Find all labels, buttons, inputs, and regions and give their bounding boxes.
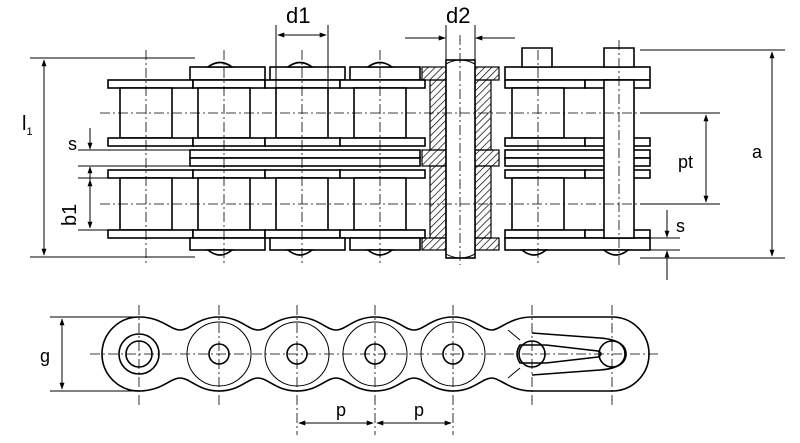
upper-strand-bottom-plates [107,137,651,147]
l1-subscript: 1 [26,126,32,138]
l1-label: l1 [22,113,33,138]
sprocket-tooth [445,59,476,259]
lower-strand-top-plates [107,169,651,179]
top-view-centerlines [100,35,660,265]
a-label: a [752,142,763,162]
side-view-centerlines [90,305,660,435]
side-view: g p p [40,305,660,435]
b1-label: b1 [59,204,81,226]
pt-label: pt [678,152,693,172]
top-view: d1 d2 l1 s b1 pt a s [22,3,785,280]
s-upper-label: s [68,134,77,154]
side-view-dimensions [50,316,452,426]
lower-inner-plates [107,229,651,239]
d2-label: d2 [446,3,470,28]
d1-label: d1 [286,3,310,28]
top-view-dimensions [30,25,785,280]
upper-inner-plates [107,79,651,89]
upper-outer-plates [189,47,651,81]
s-lower-label: s [676,216,685,236]
middle-plates [189,149,651,167]
lower-outer-plates [189,237,651,256]
g-label: g [40,346,50,366]
p-label-first: p [336,400,346,420]
section-cut [421,66,500,251]
p-label-second: p [414,400,424,420]
